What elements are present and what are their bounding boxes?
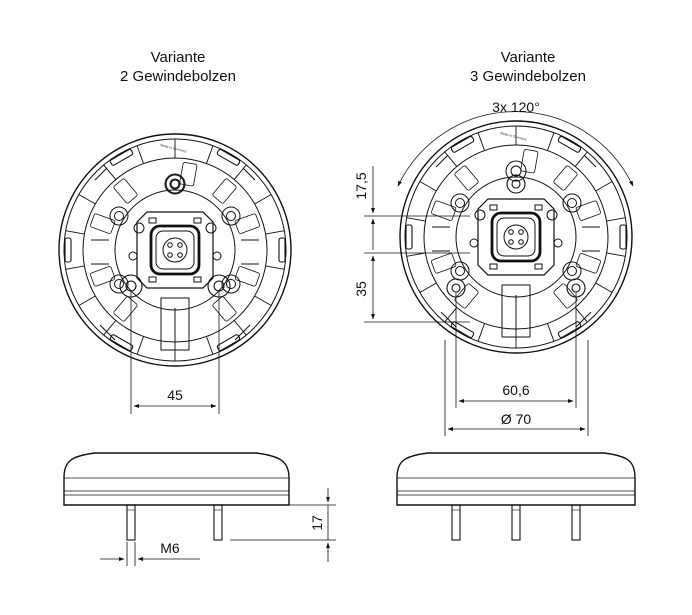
dim-thread: M6: [160, 540, 180, 556]
left-bolt: [126, 504, 136, 541]
right-bolt: [213, 504, 223, 541]
left-side-view: [63, 452, 336, 566]
right-title-line2: 3 Gewindebolzen: [470, 68, 586, 85]
top-center-hole: [165, 174, 185, 194]
right-side-view: [396, 452, 636, 541]
right-housing-label: Made in Germany: [500, 131, 527, 141]
right-title-line1: Variante: [500, 49, 556, 66]
right-variant-title: Variante 3 Gewindebolzen: [418, 48, 638, 86]
top-bolt-hole: [506, 174, 526, 194]
left-variant-title: Variante 2 Gewindebolzen: [68, 48, 288, 86]
vertical-dimensions: [364, 166, 470, 323]
left-title-line1: Variante: [150, 49, 206, 66]
dim-bolt-spacing: 45: [167, 387, 183, 403]
dim-vertical-1: 17,5: [353, 172, 369, 199]
dim-diameter: Ø 70: [501, 411, 532, 427]
side-bolt-center: [511, 504, 521, 541]
dim-angle: 3x 120°: [492, 99, 540, 115]
left-housing-label: Made in Germany: [160, 143, 187, 153]
side-bolt-left: [451, 504, 461, 541]
left-title-line2: 2 Gewindebolzen: [120, 68, 236, 85]
right-front-view: Made in Germany 3x 120° 17,5 35 60,6 Ø 7…: [353, 99, 634, 436]
side-bolt-right: [571, 504, 581, 541]
dim-vertical-2: 35: [353, 281, 369, 297]
left-front-view: Made in Germany 45: [57, 132, 293, 414]
dim-bolt-length: 17: [309, 515, 325, 531]
angle-dimension: [397, 111, 634, 187]
horizontal-dimensions: [444, 292, 589, 436]
left-bolt-spacing-dimension: [130, 290, 220, 414]
dim-bolt-circle: 60,6: [502, 382, 529, 398]
